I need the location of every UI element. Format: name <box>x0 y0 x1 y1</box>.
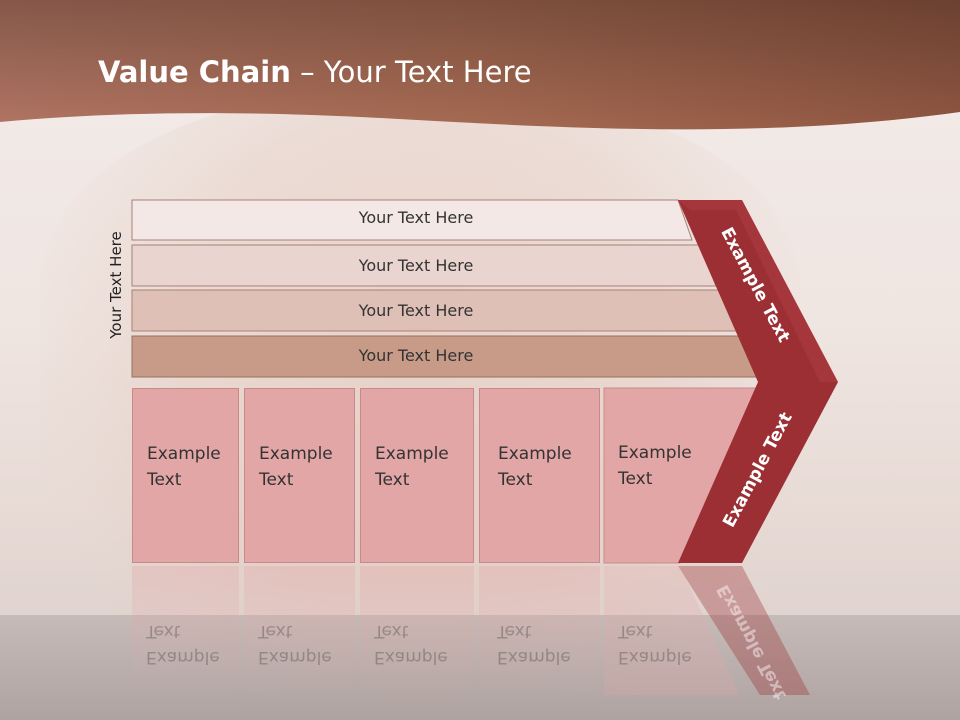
box-1-label: Example Text <box>147 444 221 490</box>
bar-2-label: Your Text Here <box>358 256 474 275</box>
box-5-reflection <box>604 566 740 695</box>
box-2-label: Example Text <box>259 444 333 490</box>
bar-4-label: Your Text Here <box>358 346 474 365</box>
header-band <box>0 0 960 130</box>
box-2: Example Text <box>244 388 355 563</box>
bar-1-label: Your Text Here <box>358 208 474 227</box>
box-5-reflection-text: Example Text <box>618 621 692 667</box>
chevron-reflection <box>678 566 810 695</box>
background-waistband <box>0 615 960 720</box>
chevron-arrow <box>678 200 838 563</box>
slide-title-rest: – Your Text Here <box>290 55 532 89</box>
slide-title-bold: Value Chain <box>98 55 291 89</box>
chevron-highlight <box>678 200 838 382</box>
box-5: Example Text <box>604 388 724 563</box>
bar-1 <box>131 199 693 241</box>
box-3: Example Text <box>360 388 474 563</box>
box-3-label: Example Text <box>375 444 449 490</box>
box-1-reflection: Example Text <box>132 566 239 696</box>
box-4-reflection: Example Text <box>479 566 600 696</box>
bar-3-label: Your Text Here <box>358 301 474 320</box>
box-5-label: Example Text <box>618 443 692 489</box>
box-2-reflection: Example Text <box>244 566 355 696</box>
box-3-reflection: Example Text <box>360 566 474 696</box>
slide-title: Value Chain – Your Text Here <box>98 55 532 89</box>
box-4: Example Text <box>479 388 600 563</box>
box-1: Example Text <box>132 388 239 563</box>
box-4-label: Example Text <box>498 444 572 490</box>
